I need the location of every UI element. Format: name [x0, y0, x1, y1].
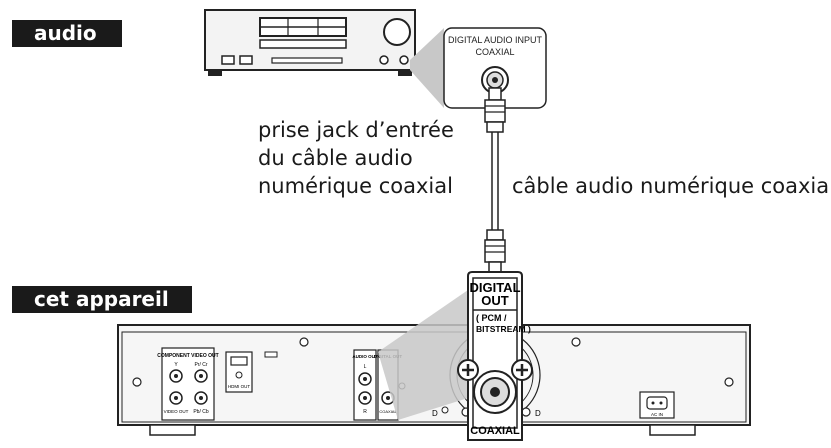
- component-video-out-label: COMPONENT VIDEO OUT: [157, 353, 218, 359]
- input-jack-caption-line2: du câble audio: [258, 146, 413, 170]
- digital-out-inset: DIGITAL OUT ( PCM / BITSTREAM ) COAXIAL: [457, 271, 533, 441]
- cable-caption: câble audio numérique coaxial: [512, 174, 831, 198]
- r-label: R: [363, 409, 367, 415]
- coaxial-cable: [484, 87, 506, 275]
- pb-cb-label: Pb/ Cb: [193, 409, 209, 415]
- screw-left-icon: [457, 359, 479, 381]
- device-label: cet appareil: [12, 286, 192, 313]
- pr-cr-label: Pr/ Cr: [194, 362, 207, 368]
- bitstream-label: BITSTREAM ): [476, 324, 531, 334]
- d-mark-right: D: [535, 409, 541, 418]
- input-jack-caption-line1: prise jack d’entrée: [258, 118, 454, 142]
- y-label: Y: [174, 362, 178, 368]
- audio-out-label: AUDIO OUT: [352, 354, 378, 359]
- inset-top-line2: COAXIAL: [475, 47, 514, 57]
- audio-label: audio: [12, 20, 122, 47]
- callout-beam-bottom: [378, 290, 468, 420]
- screw-right-icon: [511, 359, 533, 381]
- input-jack-caption: prise jack d’entrée du câble audio numér…: [258, 116, 454, 200]
- digital-title-line2: OUT: [481, 293, 509, 308]
- coaxial-output-label: COAXIAL: [470, 425, 520, 437]
- small-coaxial-label: COAXIAL: [379, 409, 397, 414]
- input-jack-caption-line3: numérique coaxial: [258, 174, 453, 198]
- hdmi-out-label: HDMI OUT: [228, 384, 250, 389]
- digital-audio-input-inset: DIGITAL AUDIO INPUT COAXIAL: [443, 27, 547, 109]
- digital-title-line1: DIGITAL: [469, 280, 520, 295]
- video-out-label: VIDEO OUT: [164, 409, 189, 414]
- d-mark-left: D: [432, 409, 438, 418]
- audio-receiver-illustration: [204, 9, 416, 76]
- callout-beam-top: [410, 28, 444, 108]
- inset-top-line1: DIGITAL AUDIO INPUT: [448, 35, 543, 45]
- pcm-label: ( PCM /: [476, 313, 507, 323]
- ac-in-label: AC IN: [651, 412, 663, 417]
- l-label: L: [364, 364, 367, 370]
